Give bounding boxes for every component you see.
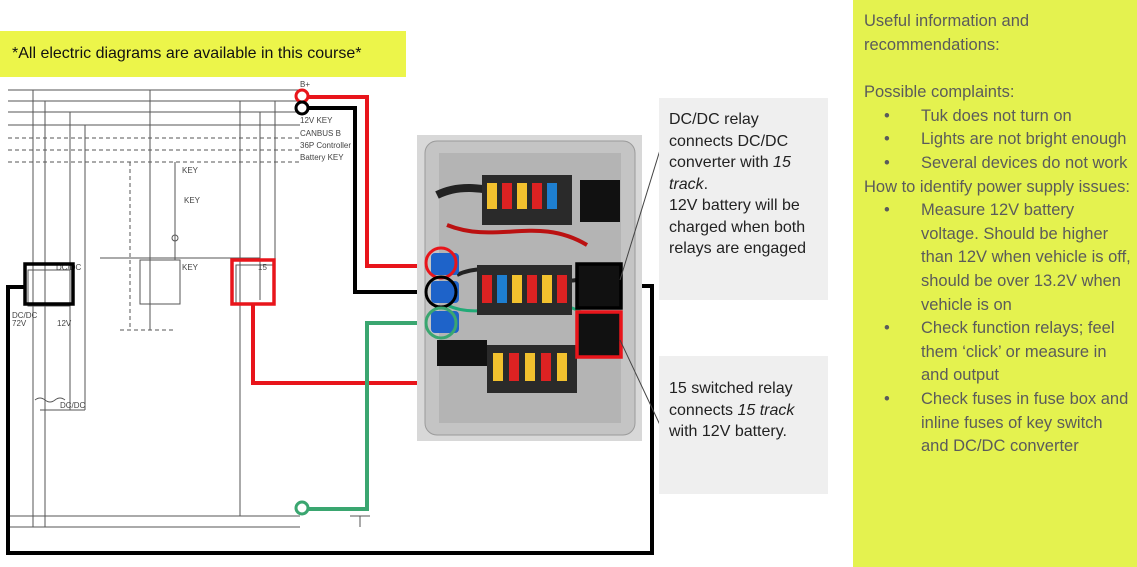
list-item: Measure 12V battery voltage. Should be h… xyxy=(864,199,1132,317)
complaints-heading: Possible complaints: xyxy=(864,83,1015,102)
schem-label-15: 15 xyxy=(258,263,267,272)
list-item: Tuk does not turn on xyxy=(864,105,1132,129)
relay-box-photo xyxy=(417,135,642,441)
callout-15-line1: 15 switched relay connects 15 track with… xyxy=(669,380,795,440)
schem-label-dcdc3: DC/DC xyxy=(60,401,86,410)
list-item: Check fuses in fuse box and inline fuses… xyxy=(864,388,1132,459)
callout-dcdc-line2: 12V battery will be charged when both re… xyxy=(669,197,806,257)
info-panel-title: Useful information and recommendations: xyxy=(864,12,1030,54)
schem-label-72v: 72V xyxy=(12,319,27,328)
green-wire-ground xyxy=(308,321,432,511)
complaints-list: Tuk does not turn on Lights are not brig… xyxy=(864,105,1132,176)
schem-label-key3: KEY xyxy=(182,263,199,272)
callout-switched-relay: 15 switched relay connects 15 track with… xyxy=(659,356,828,494)
callout-dcdc-line1: DC/DC relay connects DC/DC converter wit… xyxy=(669,111,791,193)
schem-label-key2: KEY xyxy=(184,196,201,205)
bus-label-12v-key: 12V KEY xyxy=(300,116,333,125)
identify-heading: How to identify power supply issues: xyxy=(864,177,1130,196)
list-item: Check function relays; feel them ‘click’… xyxy=(864,317,1132,388)
dcdc-relay-schematic-box xyxy=(23,262,75,306)
bus-label-canbus: CANBUS B xyxy=(300,129,341,138)
bus-label-controller: 36P Controller xyxy=(300,141,351,150)
list-item: Lights are not bright enough xyxy=(864,128,1132,152)
terminal-31-circle xyxy=(294,100,310,116)
bus-label-bplus: B+ xyxy=(300,80,310,89)
schem-label-key1: KEY xyxy=(182,166,199,175)
switched-relay-schematic-box xyxy=(230,258,276,306)
bus-lines xyxy=(8,89,370,528)
course-banner: *All electric diagrams are available in … xyxy=(0,31,406,77)
terminal-ground-circle xyxy=(294,500,310,516)
identify-list: Measure 12V battery voltage. Should be h… xyxy=(864,199,1132,459)
callout-dcdc-relay: DC/DC relay connects DC/DC converter wit… xyxy=(659,98,828,300)
black-wire-dcdc-loop xyxy=(6,284,654,555)
schem-label-dcdc: DC/DC xyxy=(56,263,82,272)
red-wire-b-plus xyxy=(308,95,432,268)
black-wire-ground xyxy=(308,106,432,294)
schem-label-12v: 12V xyxy=(57,319,72,328)
list-item: Several devices do not work xyxy=(864,152,1132,176)
terminal-30-circle xyxy=(294,88,310,104)
bus-label-battery-key: Battery KEY xyxy=(300,153,344,162)
wiring-schematic: B+ 12V KEY CANBUS B 36P Controller Batte… xyxy=(6,80,654,555)
schem-label-dcdc2: DC/DC xyxy=(12,311,38,320)
info-panel: Useful information and recommendations: … xyxy=(853,0,1137,567)
course-banner-text: *All electric diagrams are available in … xyxy=(12,45,362,62)
